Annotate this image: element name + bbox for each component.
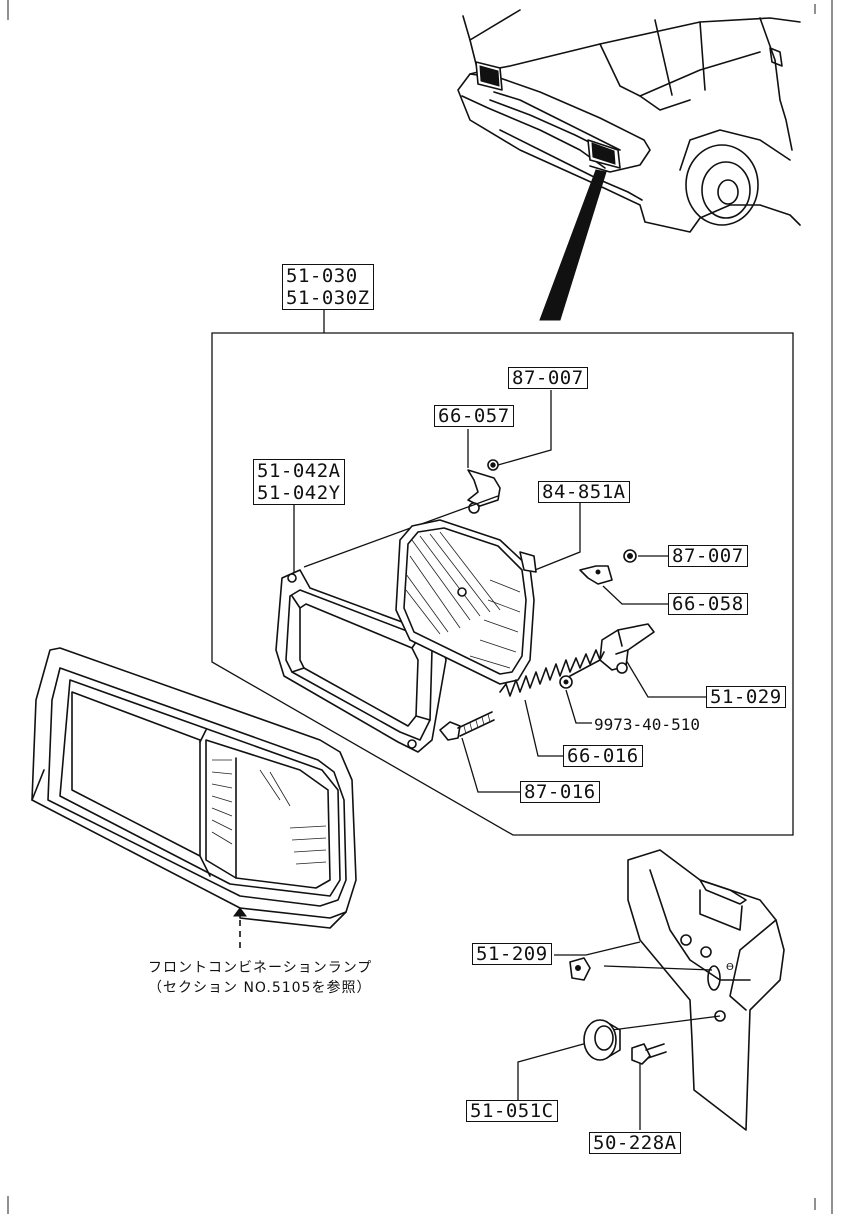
note-pointer [233, 907, 247, 950]
clip-part [569, 957, 591, 981]
label-grommet: 51-051C [466, 1100, 558, 1122]
label-assembly-line1: 51-030 [286, 265, 358, 287]
vehicle-illustration [457, 9, 801, 321]
label-bracket-right: 66-058 [668, 593, 748, 615]
label-screw: 9973-40-510 [594, 715, 700, 734]
label-bracket-upper: 66-057 [434, 405, 514, 427]
label-housing-line1: 51-042A [257, 460, 341, 482]
adjuster-part [599, 623, 655, 674]
bracket-upper-part [303, 459, 501, 568]
headlamp-part [395, 519, 537, 685]
grommet-part [583, 1019, 621, 1061]
label-clip: 51-209 [472, 943, 552, 965]
label-assembly-line2: 51-030Z [286, 287, 370, 309]
assembly-frame [211, 310, 794, 836]
label-assembly: 51-030 51-030Z [282, 264, 374, 310]
reference-note: フロントコンビネーションランプ （セクション NO.5105を参照） [148, 958, 372, 998]
adjusting-screw-part [439, 711, 495, 741]
bracket-right-part [579, 549, 637, 585]
label-headlamp-unit: 84-851A [538, 481, 630, 503]
leader-lines [293, 390, 706, 1130]
svg-text:Ѳ: Ѳ [726, 962, 734, 973]
screw-part [559, 659, 601, 689]
label-adjuster: 51-029 [706, 686, 786, 708]
label-housing: 51-042A 51-042Y [253, 459, 345, 505]
label-nut-right: 87-007 [668, 545, 748, 567]
combination-lamp [31, 647, 357, 929]
label-nut-upper: 87-007 [508, 367, 588, 389]
label-adjusting-screw: 87-016 [520, 781, 600, 803]
reference-note-line1: フロントコンビネーションランプ [148, 960, 373, 976]
label-bolt: 50-228A [589, 1132, 681, 1154]
label-spring: 66-016 [563, 745, 643, 767]
bolt-part [631, 1043, 667, 1065]
reference-note-line2: （セクション NO.5105を参照） [148, 980, 372, 996]
body-panel: Ѳ [603, 849, 785, 1131]
label-housing-line2: 51-042Y [257, 482, 341, 504]
spring-part [499, 649, 605, 697]
page-border [7, 0, 833, 1214]
housing-part [275, 569, 447, 753]
